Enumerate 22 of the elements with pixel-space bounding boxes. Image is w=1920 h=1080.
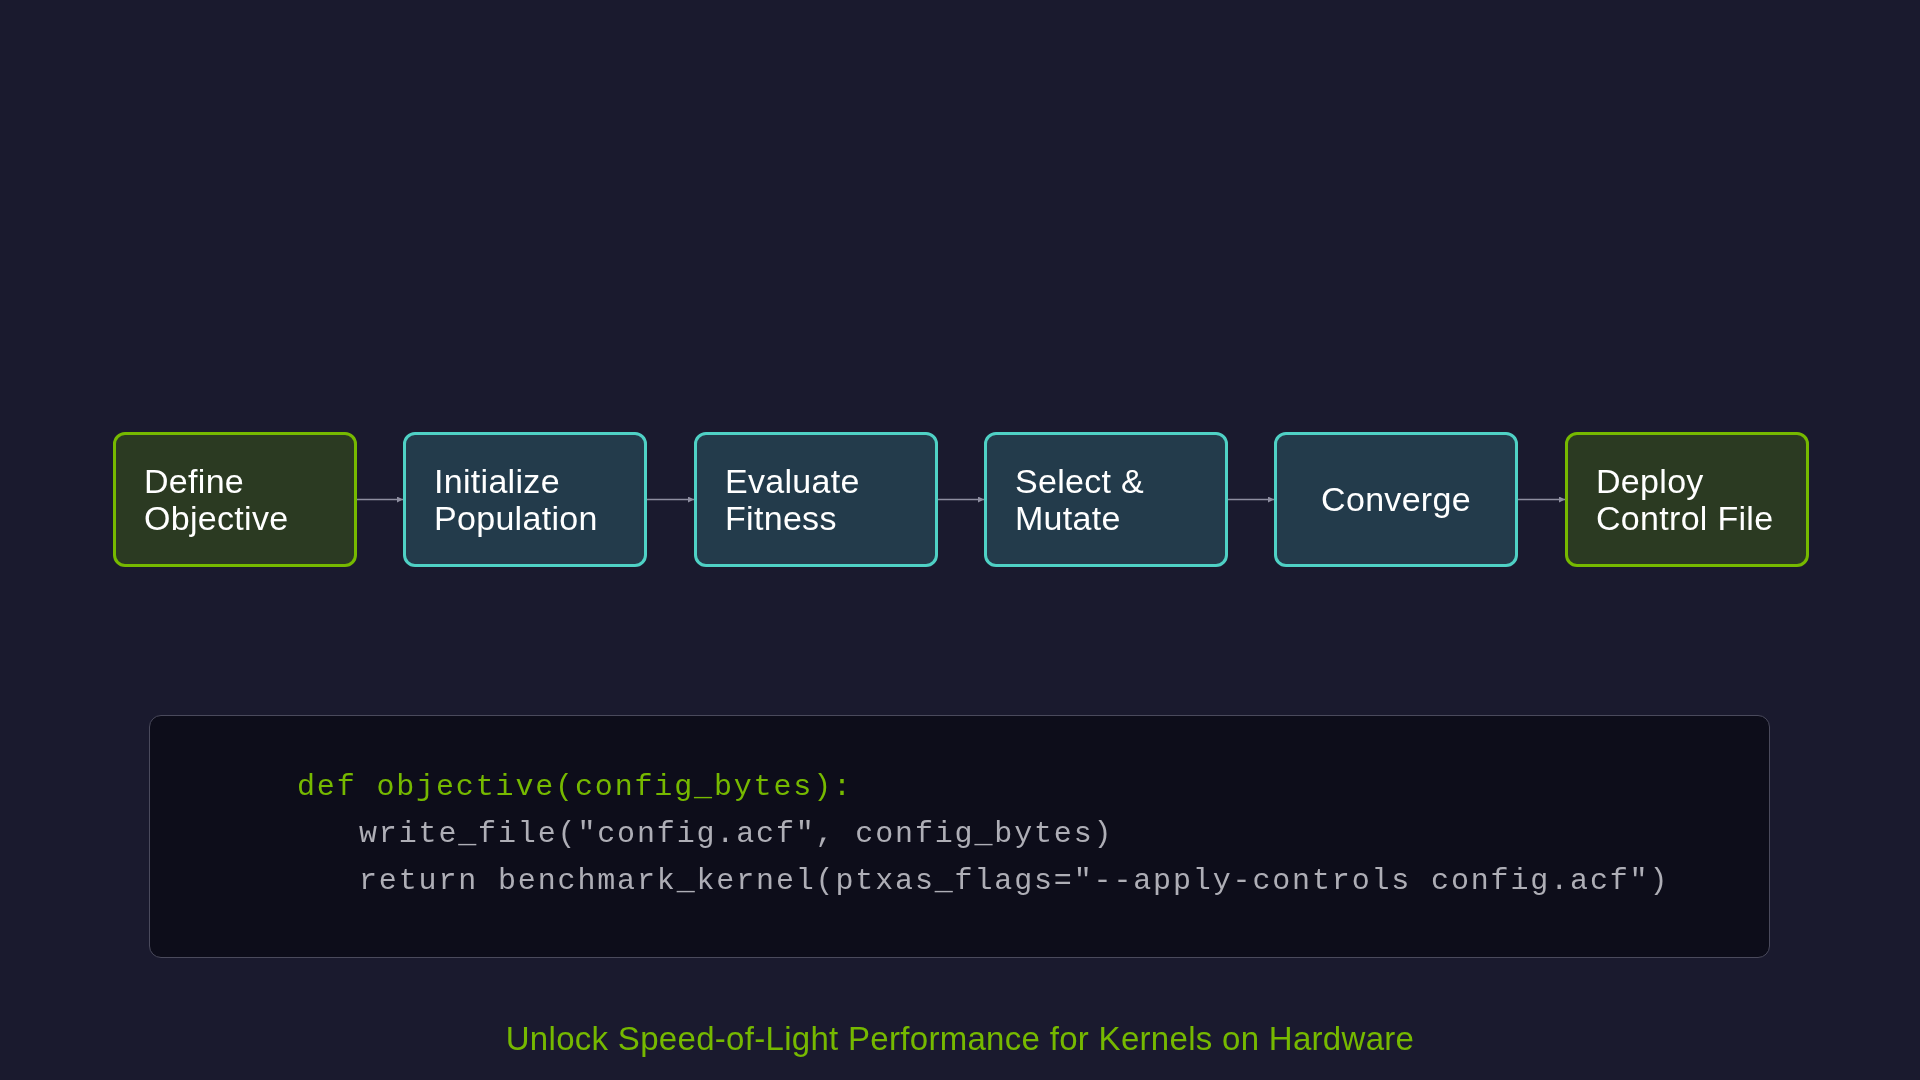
process-box — [694, 432, 938, 567]
code-line: return benchmark_kernel(ptxas_flags="--apply-controls config.acf") — [359, 863, 1670, 900]
code-line: def objective(config_bytes): — [297, 769, 853, 806]
step-label: Evaluate Fitness — [725, 462, 861, 537]
tagline-text: Unlock Speed-of-Light Performance for Kernels on Hardware — [505, 1020, 1415, 1057]
arrow — [937, 496, 985, 503]
process-box — [984, 432, 1228, 567]
code-line: write_file("config.acf", config_bytes) — [359, 816, 1114, 853]
process-box — [1274, 432, 1518, 567]
arrow — [1227, 496, 1275, 503]
step-label: Deploy Control File — [1596, 462, 1775, 537]
step-label: Define Objective — [144, 462, 290, 537]
process-box — [403, 432, 647, 567]
arrow — [646, 496, 695, 503]
step-label: Select & Mutate — [1015, 462, 1146, 537]
step-label: Initialize Population — [434, 462, 599, 537]
arrow — [356, 496, 404, 503]
arrow — [1517, 496, 1566, 503]
process-box — [1565, 432, 1809, 567]
process-box — [113, 432, 357, 567]
code-block — [149, 715, 1770, 958]
step-label: Converge — [1321, 481, 1471, 518]
